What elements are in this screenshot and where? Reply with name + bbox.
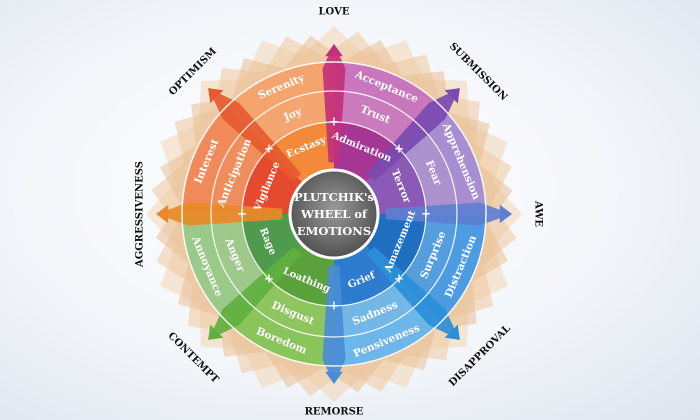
love-arrow	[322, 44, 346, 163]
disapproval-arrow	[366, 246, 460, 340]
awe-arrow	[385, 202, 512, 226]
sadness-outer-segment	[334, 300, 442, 366]
love-arrowhead	[325, 44, 343, 57]
trust-inner-segment	[334, 122, 400, 183]
plus-marker: +	[264, 272, 274, 286]
anger-inner-segment	[242, 214, 303, 280]
optimism-arrow	[208, 88, 302, 182]
center-title-line-2: WHEEL of	[300, 207, 368, 221]
love-label: LOVE	[319, 7, 350, 18]
surprise-inner-segment	[365, 214, 426, 280]
sadness-middle-segment	[334, 279, 421, 337]
disgust-outer-segment	[226, 300, 334, 366]
submission-arrowhead	[444, 88, 460, 104]
optimism-arrowhead	[208, 88, 224, 104]
fear-inner-segment	[365, 148, 426, 214]
plus-marker: +	[329, 115, 339, 129]
trust-middle-segment	[334, 91, 421, 149]
ring-dividers	[181, 61, 487, 367]
joy-outer-segment	[226, 62, 334, 128]
anticipation-inner-segment	[242, 148, 303, 214]
anticipation-middle-segment	[211, 127, 269, 214]
contempt-arrowhead	[208, 324, 224, 340]
center-title-line-3: EMOTIONS	[297, 224, 371, 238]
fear-middle-segment	[399, 127, 457, 214]
inner-ring-intense-emotions	[242, 122, 426, 306]
ring-divider	[241, 121, 427, 307]
plus-marker: +	[394, 141, 404, 155]
remorse-arrow	[322, 265, 346, 384]
surprise-middle-segment	[399, 214, 457, 301]
ring-divider	[181, 61, 487, 367]
anger-middle-segment	[211, 214, 269, 301]
plus-marker: +	[394, 272, 404, 286]
disgust-middle-segment	[247, 279, 334, 337]
center-hub: PLUTCHIK's WHEEL of EMOTIONS	[288, 168, 380, 260]
plus-marker: +	[421, 207, 431, 221]
plus-marker: +	[264, 141, 274, 155]
contempt-arrow	[208, 246, 302, 340]
joy-inner-segment	[268, 122, 334, 183]
plus-markers: + + + + + + + +	[237, 115, 431, 313]
disgust-inner-segment	[268, 245, 334, 306]
plus-marker: +	[329, 299, 339, 313]
middle-ring-basic-emotions	[211, 91, 457, 337]
submission-arrow	[366, 88, 460, 182]
anticipation-outer-segment	[182, 106, 248, 214]
disapproval-arrowhead	[444, 324, 460, 340]
remorse-arrowhead	[325, 371, 343, 384]
joy-middle-segment	[247, 91, 334, 149]
anger-outer-segment	[182, 214, 248, 322]
center-circle	[288, 168, 380, 260]
fear-outer-segment	[420, 106, 486, 214]
center-title-line-1: PLUTCHIK's	[294, 190, 374, 204]
trust-outer-segment	[334, 62, 442, 128]
aggressiveness-arrowhead	[156, 204, 169, 224]
aggressiveness-label: AGGRESSIVENESS	[135, 161, 146, 268]
awe-arrowhead	[499, 204, 512, 224]
dyad-arrows	[156, 44, 512, 384]
surprise-outer-segment	[420, 214, 486, 322]
sadness-inner-segment	[334, 245, 400, 306]
remorse-label: REMORSE	[305, 407, 364, 418]
aggressiveness-arrow	[156, 202, 283, 226]
plus-marker: +	[237, 207, 247, 221]
ring-divider	[210, 90, 458, 338]
awe-label: AWE	[533, 200, 544, 227]
outer-ring-mild-emotions	[182, 62, 486, 366]
